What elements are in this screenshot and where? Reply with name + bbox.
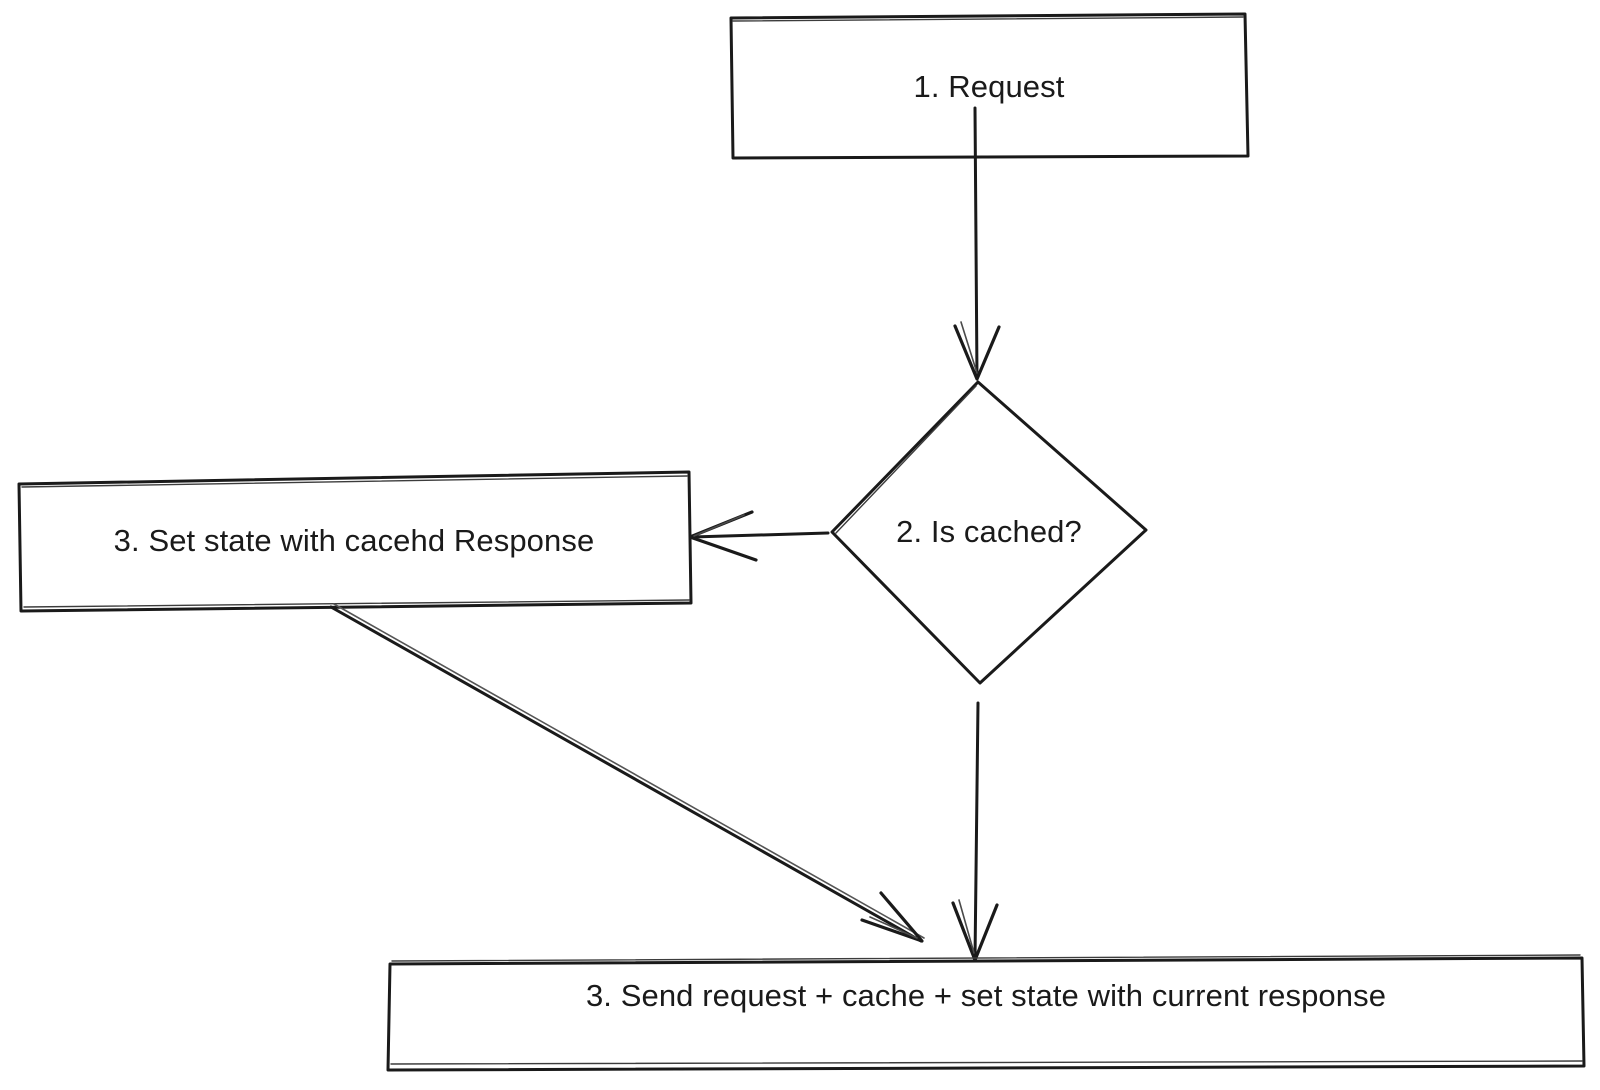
edge-is-cached-to-send-request xyxy=(951,701,999,962)
edge-request-to-is-cached xyxy=(953,106,1001,381)
node-is-cached-shape[interactable] xyxy=(830,380,1148,685)
edge-set-state-to-send-request xyxy=(329,603,925,943)
node-send-request-shape[interactable] xyxy=(386,954,1586,1072)
edge-is-cached-to-set-state xyxy=(688,510,830,562)
node-set-state-cached-shape[interactable] xyxy=(17,470,693,613)
node-request-shape[interactable] xyxy=(729,12,1250,160)
